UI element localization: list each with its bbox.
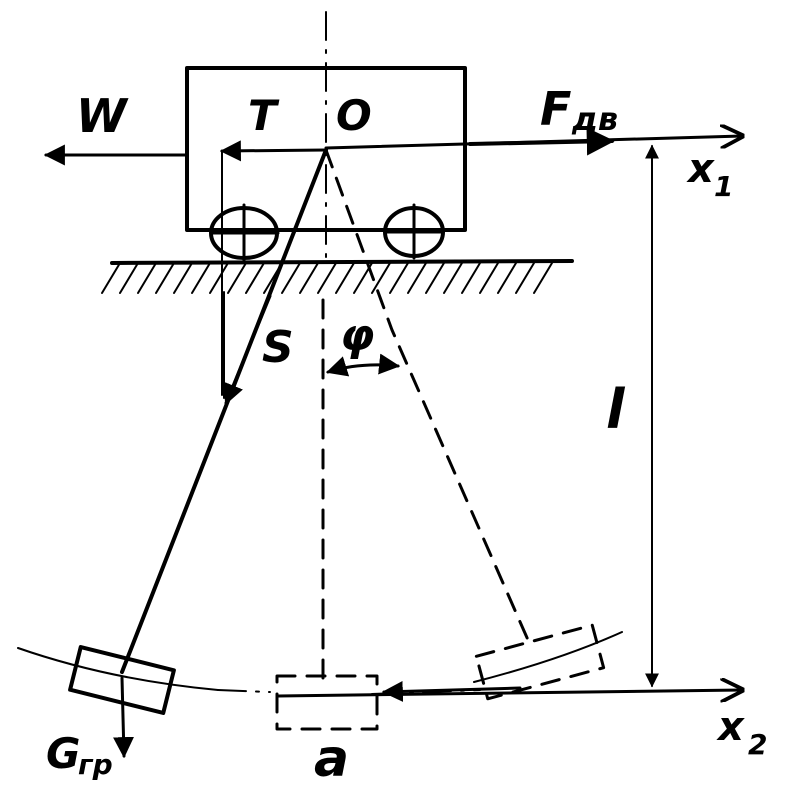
label-g-sub: гр	[78, 748, 113, 781]
hatch-line	[389, 262, 409, 294]
label-x1-main: x	[686, 146, 715, 192]
label-x1-sub: 1	[714, 170, 733, 203]
label-f-main: F	[540, 82, 571, 136]
phi-angle-arc	[325, 353, 401, 377]
label-g-main: G	[46, 729, 80, 778]
label-s: S	[262, 322, 294, 373]
label-x2-sub: 2	[748, 728, 767, 761]
hatch-line	[281, 262, 301, 294]
force-g-arrow	[113, 676, 135, 759]
swing-arc-dashdot	[217, 689, 271, 693]
trolley-body	[185, 66, 467, 232]
hatch-line	[245, 262, 265, 294]
right-wheel	[383, 203, 445, 260]
hatch-line	[479, 262, 499, 294]
hatch-line	[119, 262, 139, 294]
x2-axis	[276, 690, 742, 696]
hatch-line	[101, 262, 121, 294]
label-o: O	[336, 91, 372, 140]
hatch-line	[461, 262, 481, 294]
label-x2-main: x	[716, 704, 745, 750]
label-l: l	[606, 378, 626, 441]
hatch-line	[515, 262, 535, 294]
hatch-line	[191, 262, 211, 294]
label-t: T	[248, 91, 280, 140]
force-s-arrow	[223, 294, 272, 405]
hatch-line	[425, 262, 445, 294]
hatch-line	[155, 262, 175, 294]
swing-arc-right	[473, 631, 623, 683]
rope-right-dashed	[324, 148, 530, 642]
hatch-line	[335, 262, 355, 294]
rail-ground	[101, 259, 574, 294]
label-a: a	[314, 729, 349, 789]
hatch-line	[173, 262, 193, 294]
force-t-arrow	[219, 140, 328, 162]
hatch-line	[209, 262, 229, 294]
load-left	[68, 645, 176, 715]
hatch-line	[317, 262, 337, 294]
force-fdv-arrow	[468, 127, 615, 156]
small-arrow-left	[381, 680, 522, 702]
hatch-line	[227, 262, 247, 294]
hatch-line	[443, 262, 463, 294]
hatch-line	[371, 262, 391, 294]
rope-s	[120, 148, 328, 674]
hatch-line	[497, 262, 517, 294]
hatch-line	[533, 262, 553, 294]
label-f-sub: дв	[571, 100, 618, 138]
hatch-line	[299, 262, 319, 294]
load-right-dashed	[474, 623, 606, 701]
load-neutral-dashed	[275, 674, 379, 731]
label-phi: φ	[340, 310, 374, 361]
swing-arc	[17, 647, 219, 691]
hatch-line	[407, 262, 427, 294]
label-w: W	[76, 89, 129, 143]
hatch-line	[137, 262, 157, 294]
